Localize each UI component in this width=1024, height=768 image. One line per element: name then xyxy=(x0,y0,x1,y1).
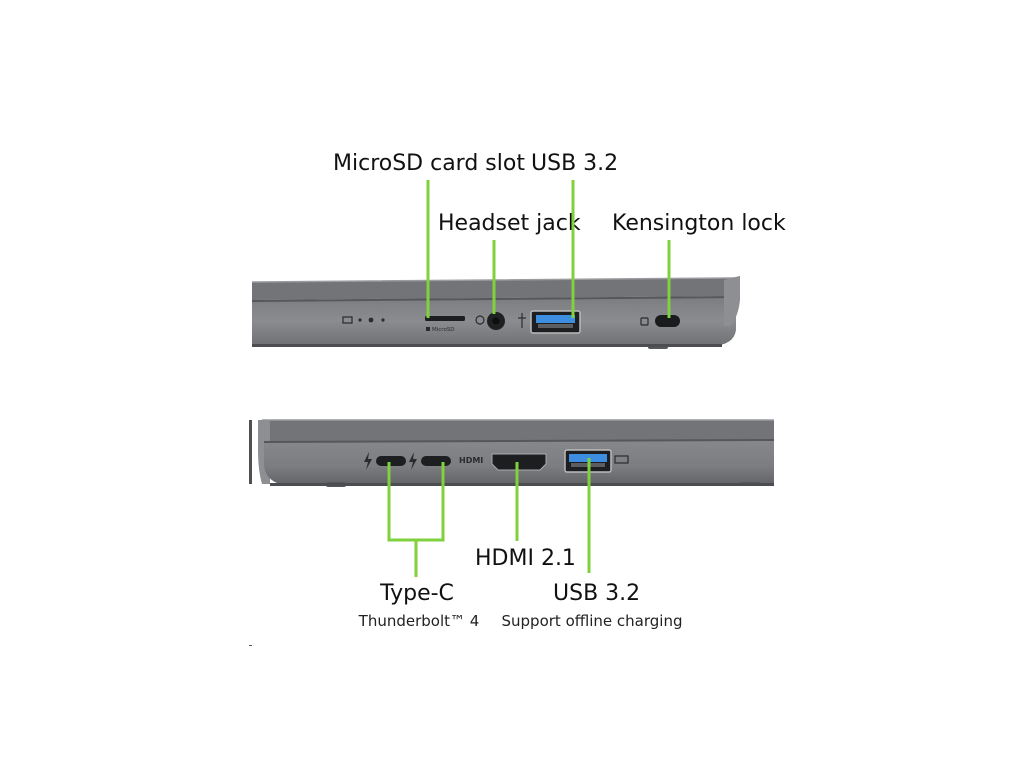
microsd-slot: MicroSD xyxy=(425,316,465,333)
hdmi-marking: HDMI xyxy=(459,456,483,465)
type-c-leader xyxy=(387,462,445,577)
usb-3-2-bottom-label: USB 3.2 xyxy=(553,581,641,606)
usb-offline-charging-note: Support offline charging xyxy=(501,612,683,630)
leader-lines xyxy=(387,180,671,577)
headset-icon xyxy=(475,315,485,325)
usb-icon xyxy=(518,313,526,328)
sun-icon xyxy=(368,317,374,323)
headset-jack xyxy=(475,312,505,330)
indicator-led xyxy=(358,318,362,322)
thunderbolt-icon xyxy=(409,452,417,470)
indicator-led xyxy=(381,318,385,322)
type-c-label: Type-C xyxy=(380,581,454,606)
headset-jack-label: Headset jack xyxy=(438,211,581,236)
microsd-marking: MicroSD xyxy=(432,327,455,333)
hdmi-port: HDMI xyxy=(459,453,547,471)
microsd-card-slot-label: MicroSD card slot xyxy=(333,151,525,176)
kensington-lock-slot xyxy=(640,315,680,327)
usb-charging-icon xyxy=(614,455,629,464)
status-indicators xyxy=(342,316,385,324)
type-c-port-1 xyxy=(364,452,406,470)
kensington-lock-label: Kensington lock xyxy=(612,211,786,236)
usb-a-port-top xyxy=(518,310,581,334)
stray-mark xyxy=(249,645,252,646)
lock-icon xyxy=(640,317,649,326)
thunderbolt-icon xyxy=(364,452,372,470)
sd-card-icon xyxy=(426,327,430,331)
usb-3-2-top-label: USB 3.2 xyxy=(531,151,619,176)
battery-icon xyxy=(342,316,353,324)
hdmi-2-1-label: HDMI 2.1 xyxy=(475,546,576,571)
thunderbolt-4-note: Thunderbolt™ 4 xyxy=(358,612,480,630)
